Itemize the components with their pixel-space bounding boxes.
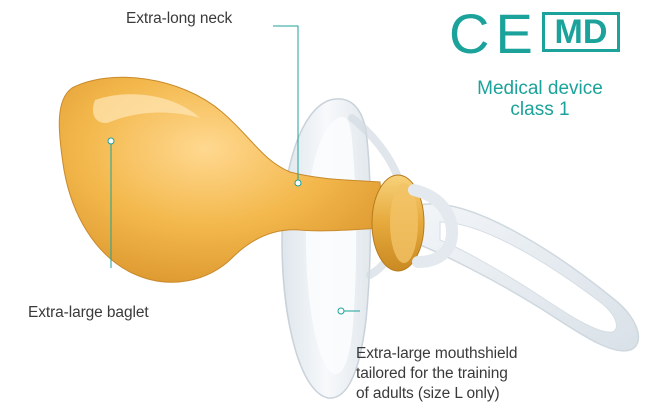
baglet-callout-label: Extra-large baglet [28,304,149,322]
device-class-line-1: Medical device [448,78,632,99]
mouthshield-line-2: tailored for the training [356,364,586,384]
mouthshield-line-1: Extra-large mouthshield [356,344,586,364]
device-class-text: Medical device class 1 [448,78,632,120]
md-badge: MD [542,12,620,52]
ce-mark-logo: CE [449,6,545,62]
mouthshield-callout-label: Extra-large mouthshield tailored for the… [356,344,586,404]
neck-callout-label: Extra-long neck [126,10,232,28]
mouthshield-line-3: of adults (size L only) [356,384,586,404]
device-class-line-2: class 1 [448,99,632,120]
